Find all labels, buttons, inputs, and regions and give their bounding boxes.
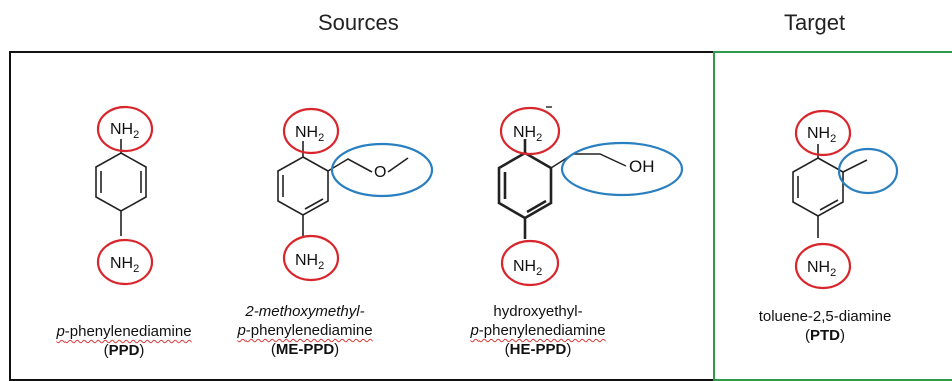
methoxymethyl-chain bbox=[327, 158, 373, 173]
he-ppd-top-nh2: NH2 bbox=[513, 124, 542, 144]
nh-label: NH bbox=[513, 258, 536, 275]
hydroxyethyl-chain bbox=[546, 106, 627, 169]
me-ppd-top-nh2: NH2 bbox=[295, 124, 324, 144]
caption-ppd: p-phenylenediamine (PPD) bbox=[44, 322, 204, 360]
amine-circle-top bbox=[794, 109, 852, 157]
double-bond bbox=[526, 199, 547, 214]
abbr: HE-PPD bbox=[509, 341, 567, 358]
methyl-bond bbox=[387, 157, 409, 173]
benzene-ring bbox=[497, 151, 553, 220]
methyl-bond bbox=[842, 159, 868, 173]
caption-name: p-phenylenediamine bbox=[458, 321, 618, 340]
me-ppd-bottom-nh2: NH2 bbox=[295, 252, 324, 272]
target-title: Target bbox=[784, 10, 846, 35]
chain-bonds bbox=[550, 153, 627, 169]
amine-circle-top bbox=[96, 105, 154, 153]
ether-oxygen: O bbox=[374, 164, 386, 181]
nh-subscript: 2 bbox=[830, 133, 836, 145]
benzene-ring bbox=[95, 152, 147, 212]
nh-label: NH bbox=[807, 259, 830, 276]
nh-label: NH bbox=[295, 252, 318, 269]
amine-circle-bottom bbox=[96, 238, 154, 286]
nh-label: NH bbox=[295, 124, 318, 141]
caption-ptd: toluene-2,5-diamine (PTD) bbox=[750, 307, 900, 345]
double-bond bbox=[304, 198, 324, 210]
caption-line1: hydroxyethyl- bbox=[493, 303, 583, 320]
nh-subscript: 2 bbox=[536, 132, 542, 144]
caption-name: p-phenylenediamine bbox=[225, 321, 385, 340]
italic-line1: 2-methoxymethyl- bbox=[245, 303, 365, 320]
hydroxyl-label: OH bbox=[629, 157, 655, 176]
name-rest: -phenylenediamine bbox=[245, 322, 373, 339]
double-bond bbox=[819, 199, 839, 211]
amine-circle-bottom bbox=[282, 234, 340, 282]
caption-me-ppd: 2-methoxymethyl- p-phenylenediamine (ME-… bbox=[225, 302, 385, 359]
amine-circle-bottom bbox=[500, 239, 560, 287]
italic-prefix: p bbox=[470, 322, 479, 339]
name-rest: -phenylenediamine bbox=[64, 323, 192, 340]
structure-ppd bbox=[95, 139, 147, 236]
substituent-circle bbox=[330, 142, 434, 198]
caption-he-ppd: hydroxyethyl- p-phenylenediamine (HE-PPD… bbox=[458, 302, 618, 359]
structure-me-ppd bbox=[277, 141, 409, 236]
ptd-bottom-nh2: NH2 bbox=[807, 259, 836, 279]
nh-subscript: 2 bbox=[133, 129, 139, 141]
caption-name: p-phenylenediamine bbox=[44, 322, 204, 341]
substituent-circle bbox=[837, 147, 899, 195]
amine-circle-top bbox=[282, 107, 340, 155]
benzene-ring bbox=[277, 156, 329, 216]
nh-subscript: 2 bbox=[830, 267, 836, 279]
caption-abbr: (HE-PPD) bbox=[504, 341, 572, 358]
nh-subscript: 2 bbox=[318, 260, 324, 272]
substituent-circle bbox=[560, 141, 684, 197]
abbr: PTD bbox=[810, 327, 840, 344]
caption-abbr: (PTD) bbox=[805, 327, 845, 344]
italic-prefix: p bbox=[56, 323, 65, 340]
abbr: ME-PPD bbox=[275, 341, 335, 358]
nh-label: NH bbox=[110, 121, 133, 138]
caption-line1: 2-methoxymethyl- bbox=[225, 302, 385, 321]
italic-prefix: p bbox=[237, 322, 246, 339]
amine-circle-top bbox=[499, 106, 561, 156]
nh-subscript: 2 bbox=[133, 263, 139, 275]
caption-line1: toluene-2,5-diamine bbox=[758, 308, 892, 325]
nh-label: NH bbox=[110, 255, 133, 272]
ppd-bottom-nh2: NH2 bbox=[110, 255, 139, 275]
structure-ptd bbox=[792, 144, 868, 238]
caption-abbr: (PPD) bbox=[103, 342, 145, 359]
amine-circle-bottom bbox=[794, 242, 852, 290]
nh-label: NH bbox=[513, 124, 536, 141]
nh-subscript: 2 bbox=[318, 132, 324, 144]
ptd-top-nh2: NH2 bbox=[807, 125, 836, 145]
caption-abbr: (ME-PPD) bbox=[270, 341, 340, 358]
he-ppd-bottom-nh2: NH2 bbox=[513, 258, 542, 278]
sources-title: Sources bbox=[318, 10, 399, 35]
benzene-ring bbox=[792, 157, 844, 217]
name-rest: -phenylenediamine bbox=[478, 322, 606, 339]
nh-subscript: 2 bbox=[536, 266, 542, 278]
nh-label: NH bbox=[807, 125, 830, 142]
ppd-top-nh2: NH2 bbox=[110, 121, 139, 141]
abbr: PPD bbox=[108, 342, 140, 359]
